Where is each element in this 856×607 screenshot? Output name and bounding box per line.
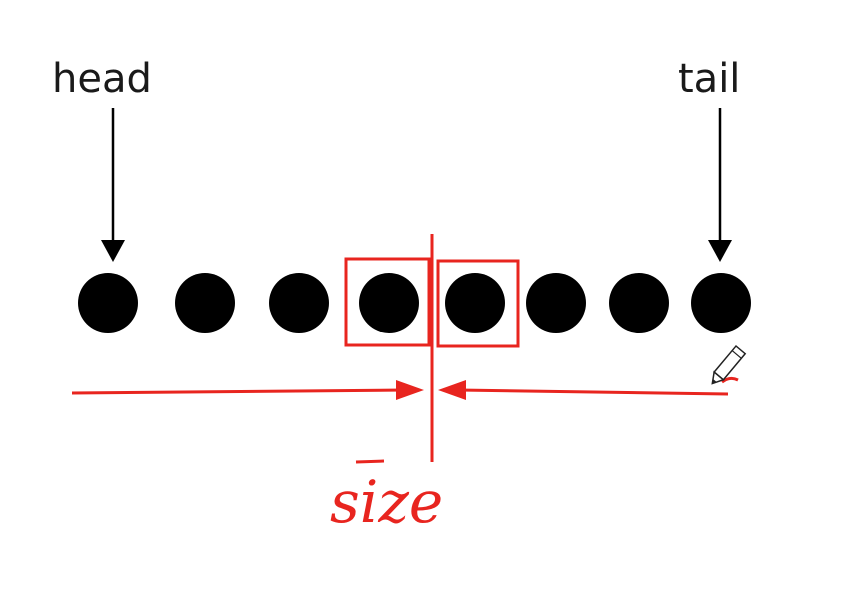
list-node-5	[445, 273, 505, 333]
list-node-1	[78, 273, 138, 333]
highlight-box-right	[436, 259, 520, 348]
size-label: size	[330, 468, 443, 536]
size-overline	[355, 459, 385, 464]
tail-arrowhead	[708, 240, 732, 262]
list-nodes	[78, 273, 751, 333]
list-node-4	[359, 273, 419, 333]
list-node-6	[526, 273, 586, 333]
annotation-tick	[721, 376, 739, 384]
list-node-3	[269, 273, 329, 333]
left-size-arrowhead	[396, 380, 424, 400]
tail-label: tail	[678, 56, 740, 102]
list-node-2	[175, 273, 235, 333]
list-node-7	[609, 273, 669, 333]
head-label: head	[52, 56, 152, 102]
right-size-arrow	[457, 388, 729, 396]
head-arrowhead	[101, 240, 125, 262]
pencil-icon	[711, 344, 747, 385]
left-size-arrow	[71, 388, 406, 395]
right-size-arrowhead	[438, 380, 466, 400]
list-node-8	[691, 273, 751, 333]
highlight-box-left	[344, 257, 431, 347]
